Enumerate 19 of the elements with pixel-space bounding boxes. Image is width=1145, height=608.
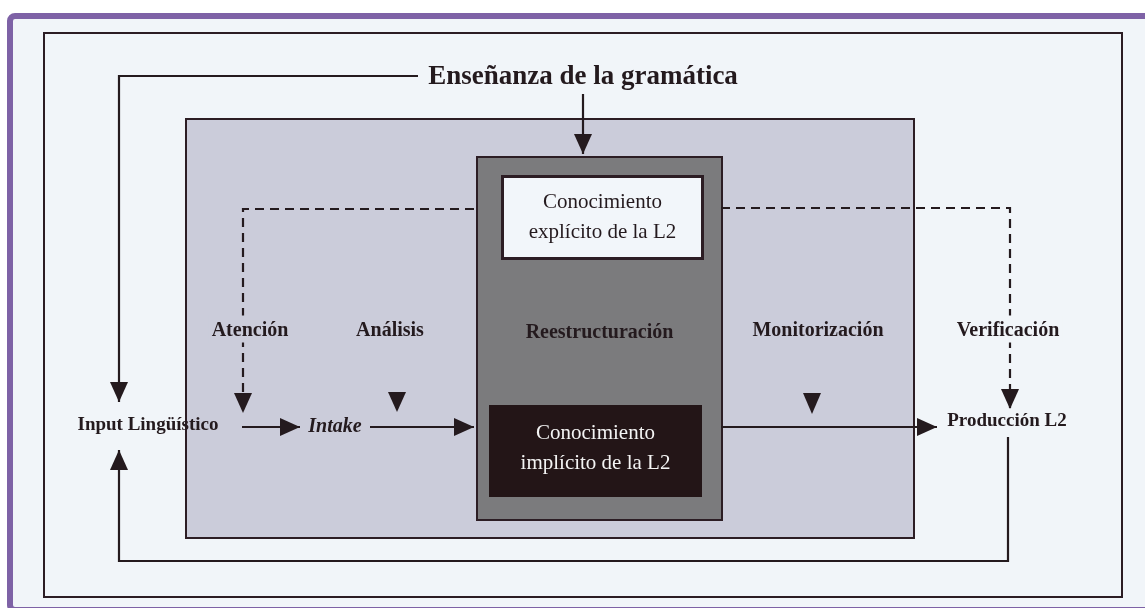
box-heading: Reestructuración <box>524 320 675 343</box>
dashed-arrow <box>234 207 474 413</box>
edge-label: Atención <box>208 315 292 343</box>
dashed-arrow <box>721 206 1019 409</box>
title-text: Enseñanza de la gramática <box>418 60 748 94</box>
process-label: Análisis <box>356 317 424 341</box>
process-label: Monitorización <box>752 317 884 341</box>
edge-label: Verificación <box>953 315 1063 343</box>
knowledge-box: Conocimiento explícito de la L2 <box>501 175 704 260</box>
knowledge-box: Conocimiento implícito de la L2 <box>489 405 702 497</box>
arrow <box>574 94 592 154</box>
node-text: Intake <box>302 414 368 442</box>
process-box <box>476 156 723 521</box>
node-text: Producción L2 <box>937 409 1077 437</box>
arrow <box>370 418 474 436</box>
arrow <box>110 74 418 402</box>
arrow <box>242 418 300 436</box>
arrow <box>721 418 937 436</box>
arrow <box>110 437 1010 563</box>
